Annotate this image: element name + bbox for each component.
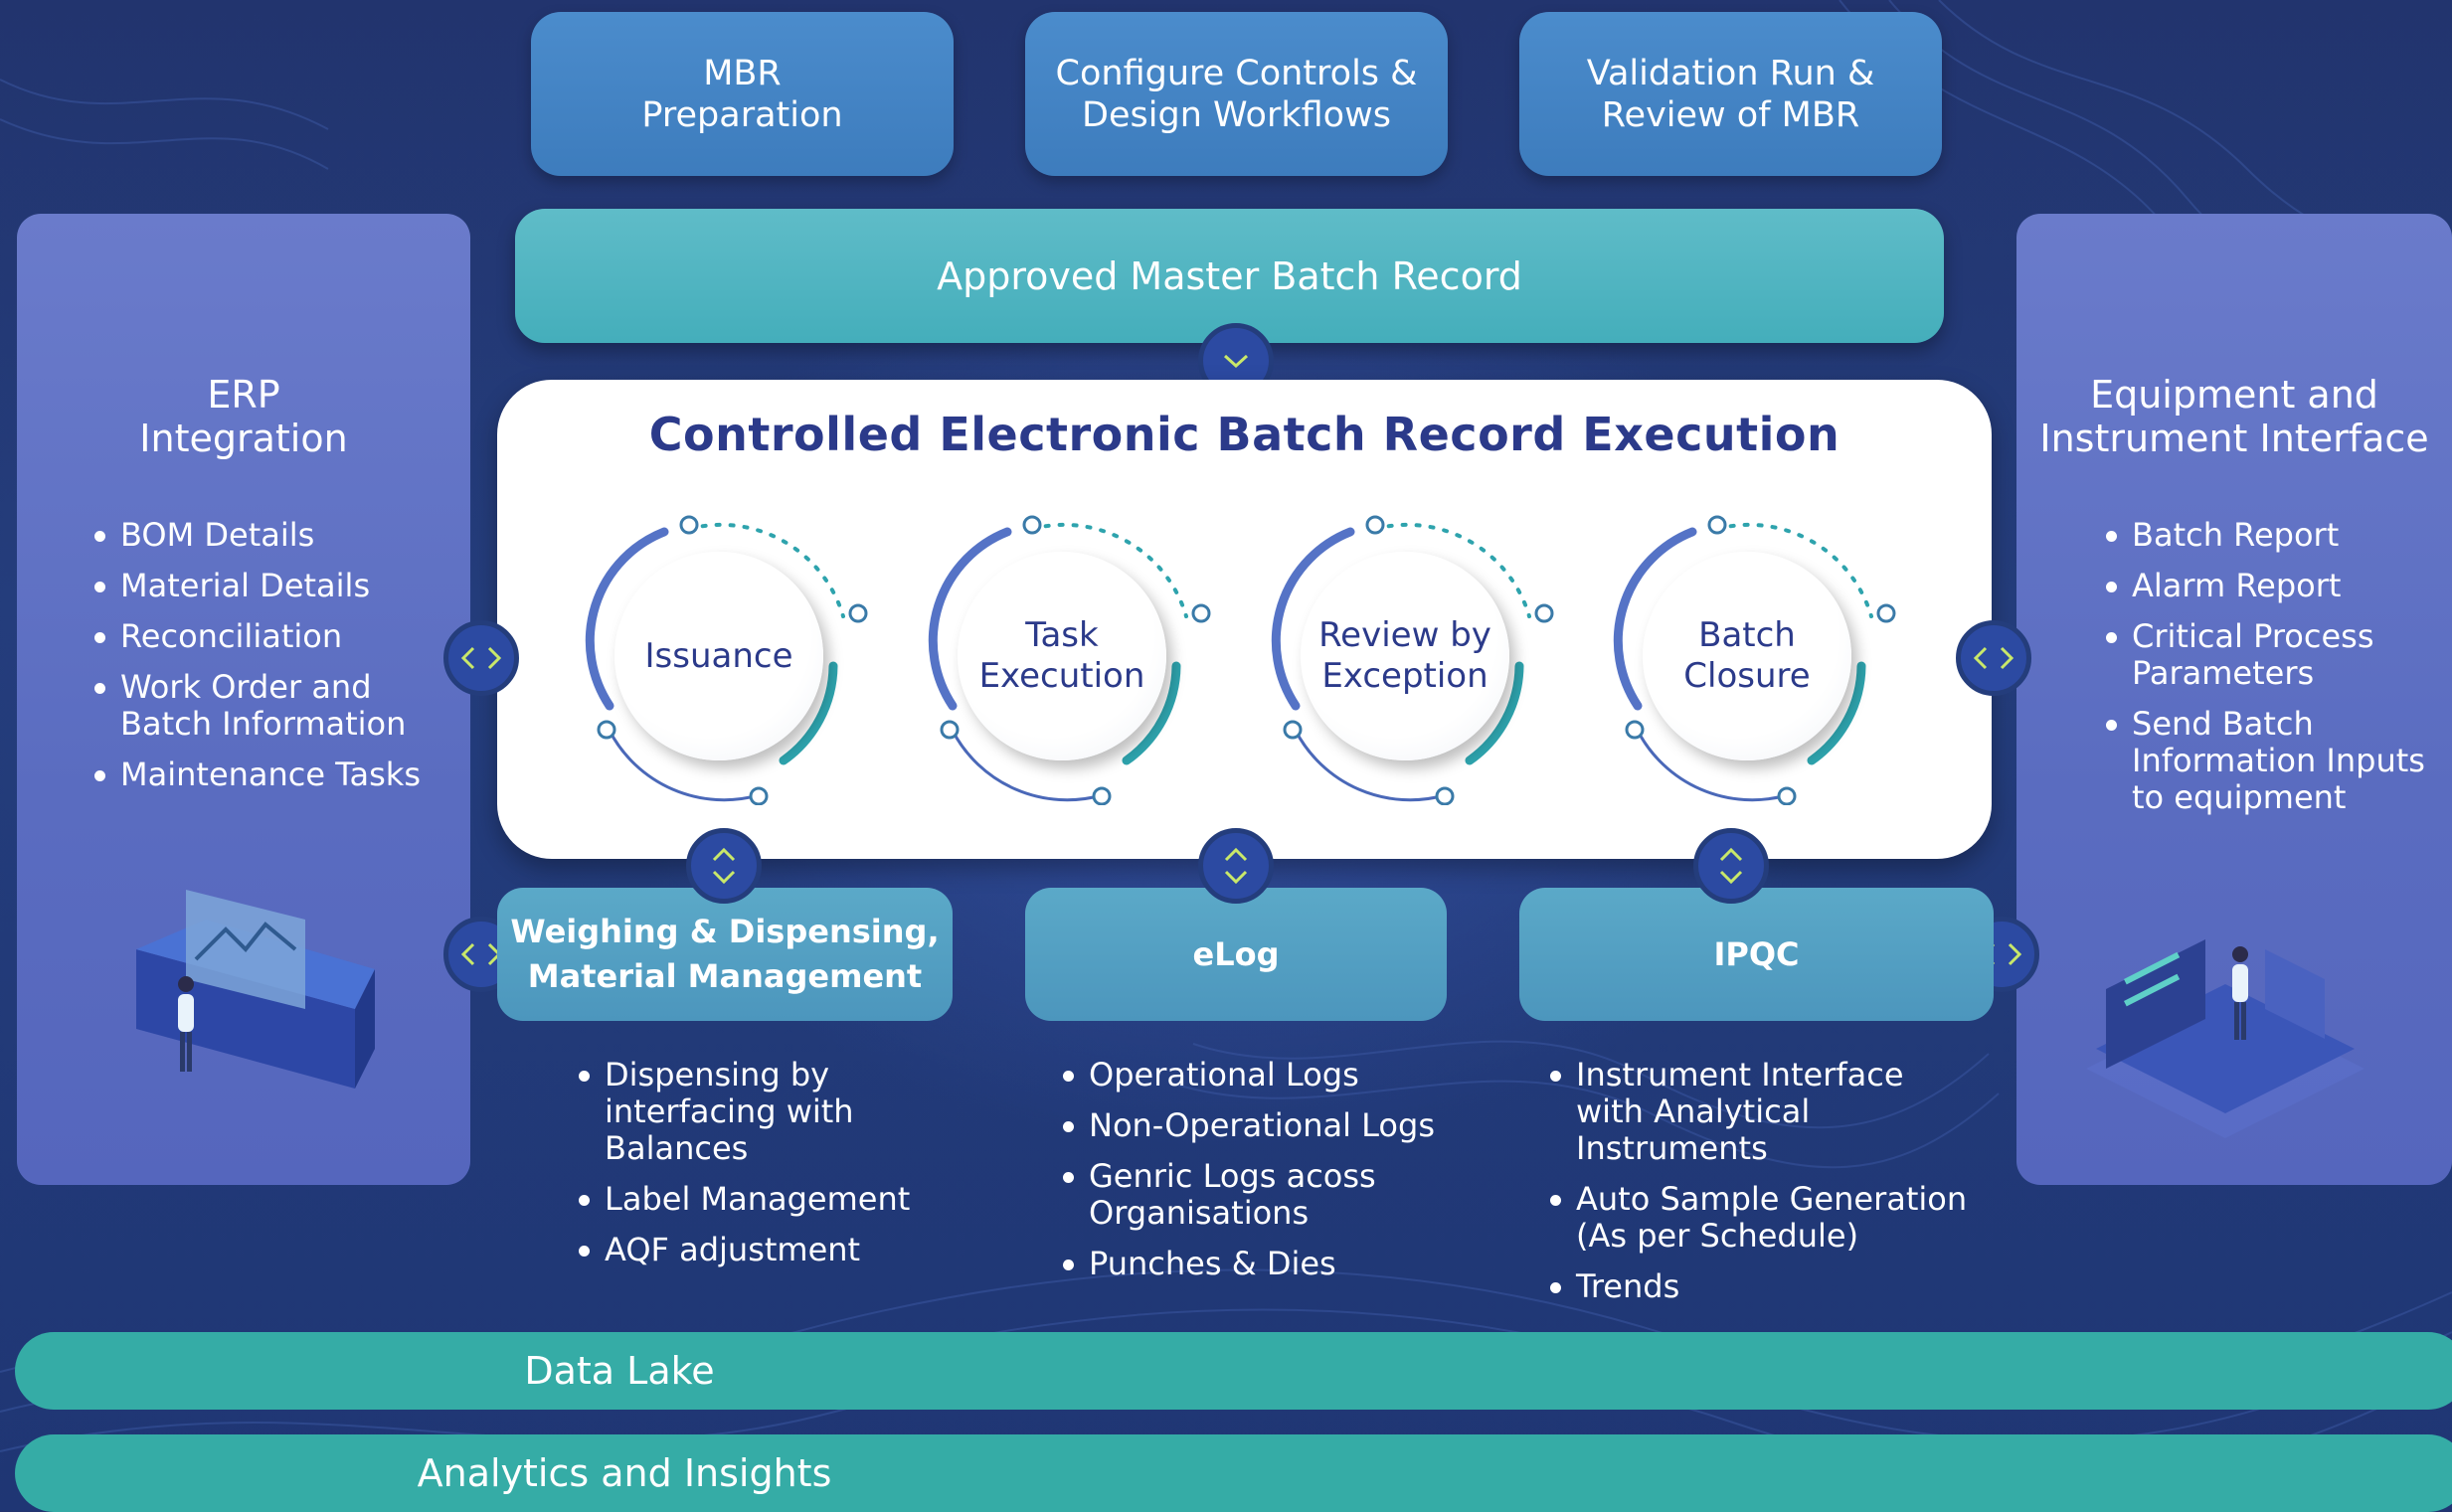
list-item: Genric Logs acoss Organisations bbox=[1063, 1158, 1500, 1232]
step-disc: Task Execution bbox=[958, 552, 1166, 760]
step-label: Issuance bbox=[644, 635, 793, 676]
step-review-by-exception: Review by Exception bbox=[1256, 507, 1554, 805]
module-elog: eLog bbox=[1025, 888, 1447, 1021]
list-item: AQF adjustment bbox=[579, 1232, 976, 1268]
module-ipqc: IPQC bbox=[1519, 888, 1994, 1021]
process-step-validation-run: Validation Run & Review of MBR bbox=[1519, 12, 1942, 176]
bar-label: Analytics and Insights bbox=[417, 1451, 832, 1495]
erp-item-list: BOM Details Material Details Reconciliat… bbox=[94, 517, 462, 807]
data-lake-bar: Data Lake bbox=[15, 1332, 2452, 1410]
list-item: Non-Operational Logs bbox=[1063, 1107, 1500, 1144]
equipment-interface-panel: Equipment and Instrument Interface Batch… bbox=[2016, 214, 2452, 1185]
chevron-up-down-icon bbox=[712, 847, 736, 885]
list-item: Work Order and Batch Information bbox=[94, 669, 462, 743]
step-label: Task Execution bbox=[978, 615, 1145, 696]
process-step-mbr-preparation: MBR Preparation bbox=[531, 12, 954, 176]
approved-label: Approved Master Batch Record bbox=[937, 253, 1522, 298]
step-disc: Issuance bbox=[614, 552, 823, 760]
process-step-label: Configure Controls & Design Workflows bbox=[1055, 53, 1418, 135]
list-item: Material Details bbox=[94, 568, 462, 604]
process-step-configure-controls: Configure Controls & Design Workflows bbox=[1025, 12, 1448, 176]
list-item: Critical Process Parameters bbox=[2106, 618, 2444, 692]
step-label: Batch Closure bbox=[1683, 615, 1811, 696]
list-item: BOM Details bbox=[94, 517, 462, 554]
list-item: Alarm Report bbox=[2106, 568, 2444, 604]
list-item: Instrument Interface with Analytical Ins… bbox=[1550, 1057, 2008, 1167]
step-task-execution: Task Execution bbox=[913, 507, 1211, 805]
step-progress-ring bbox=[1613, 515, 1896, 805]
process-step-label: Validation Run & Review of MBR bbox=[1586, 53, 1875, 135]
list-item: Batch Report bbox=[2106, 517, 2444, 554]
analytics-insights-bar: Analytics and Insights bbox=[15, 1434, 2452, 1512]
list-item: Send Batch Information Inputs to equipme… bbox=[2106, 706, 2444, 816]
chevron-up-down-icon bbox=[1224, 847, 1248, 885]
elog-item-list: Operational Logs Non-Operational Logs Ge… bbox=[1063, 1057, 1500, 1296]
erp-panel-title: ERP Integration bbox=[139, 373, 348, 460]
approved-master-batch-record: Approved Master Batch Record bbox=[515, 209, 1944, 343]
ipqc-item-list: Instrument Interface with Analytical Ins… bbox=[1550, 1057, 2008, 1319]
step-disc: Review by Exception bbox=[1301, 552, 1509, 760]
module-weighing-dispensing: Weighing & Dispensing, Material Manageme… bbox=[497, 888, 953, 1021]
step-issuance: Issuance bbox=[570, 507, 868, 805]
list-item: Trends bbox=[1550, 1268, 2008, 1305]
process-step-label: MBR Preparation bbox=[641, 53, 843, 135]
connector-execution-to-elog bbox=[1198, 828, 1274, 904]
equipment-operator-illustration bbox=[2086, 939, 2364, 1138]
equipment-panel-title: Equipment and Instrument Interface bbox=[2039, 373, 2429, 460]
chevron-up-down-icon bbox=[1719, 847, 1743, 885]
chevron-left-right-icon bbox=[1973, 646, 2014, 670]
list-item: Dispensing by interfacing with Balances bbox=[579, 1057, 976, 1167]
chevron-left-right-icon bbox=[460, 646, 502, 670]
equipment-item-list: Batch Report Alarm Report Critical Proce… bbox=[2106, 517, 2444, 830]
chevron-down-icon bbox=[1223, 354, 1249, 369]
connector-execution-to-weighing bbox=[686, 828, 762, 904]
module-label: eLog bbox=[1192, 934, 1280, 973]
weighing-item-list: Dispensing by interfacing with Balances … bbox=[579, 1057, 976, 1282]
step-progress-ring bbox=[585, 515, 868, 805]
step-label: Review by Exception bbox=[1318, 615, 1491, 696]
list-item: Label Management bbox=[579, 1181, 976, 1218]
module-label: IPQC bbox=[1713, 934, 1800, 973]
erp-integration-panel: ERP Integration BOM Details Material Det… bbox=[17, 214, 470, 1185]
step-disc: Batch Closure bbox=[1643, 552, 1851, 760]
erp-operator-illustration bbox=[136, 890, 375, 1089]
connector-execution-to-equipment bbox=[1956, 620, 2031, 696]
connector-erp-to-execution bbox=[443, 620, 519, 696]
list-item: Auto Sample Generation (As per Schedule) bbox=[1550, 1181, 2008, 1255]
execution-title: Controlled Electronic Batch Record Execu… bbox=[648, 408, 1840, 461]
step-progress-ring bbox=[928, 515, 1211, 805]
bar-label: Data Lake bbox=[524, 1349, 715, 1393]
list-item: Maintenance Tasks bbox=[94, 756, 462, 793]
list-item: Operational Logs bbox=[1063, 1057, 1500, 1093]
list-item: Reconciliation bbox=[94, 618, 462, 655]
module-label: Weighing & Dispensing, Material Manageme… bbox=[510, 913, 940, 995]
list-item: Punches & Dies bbox=[1063, 1246, 1500, 1282]
connector-execution-to-ipqc bbox=[1693, 828, 1769, 904]
step-progress-ring bbox=[1271, 515, 1554, 805]
step-batch-closure: Batch Closure bbox=[1598, 507, 1896, 805]
